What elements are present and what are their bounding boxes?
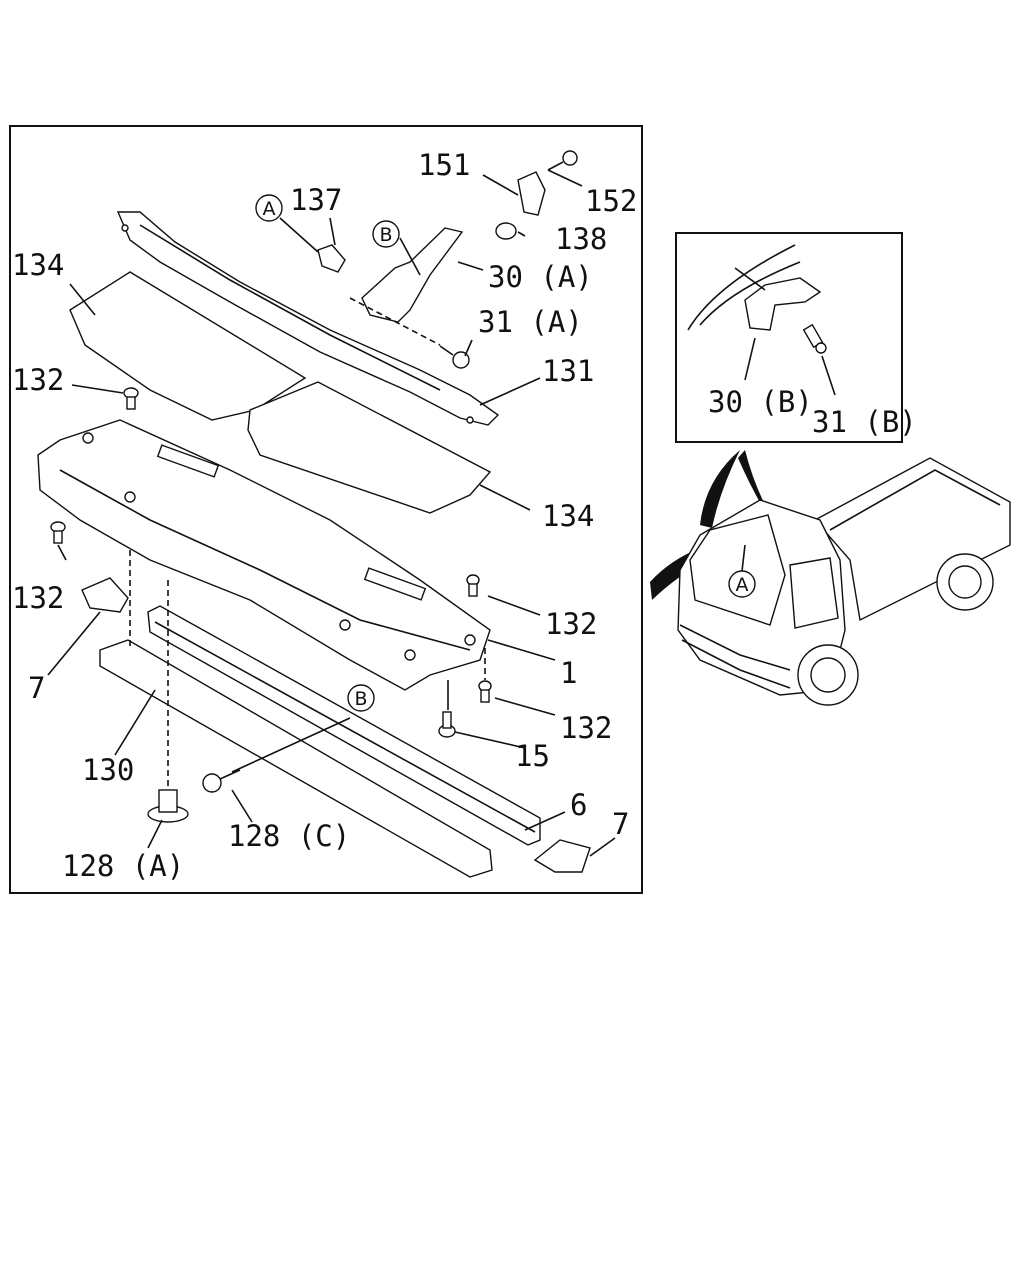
insulator-upper-part	[69, 271, 307, 421]
bracket-151-part	[517, 171, 546, 216]
truck-illustration	[677, 457, 1011, 706]
callout-1: 1	[560, 656, 577, 690]
bracket-30a-part	[361, 227, 464, 323]
svg-text:A: A	[736, 574, 749, 596]
ref-marker-b-bottom: B	[347, 684, 375, 712]
fastener-132-2	[50, 521, 66, 544]
lower-rail-130-part	[99, 639, 493, 878]
ref-marker-b-top: B	[372, 220, 400, 248]
vehicle-ref-marker-a: A	[728, 570, 756, 598]
fastener-132-4	[478, 680, 492, 703]
clip-7-left-part	[81, 577, 129, 613]
callout-30b: 30 (B)	[708, 385, 813, 419]
callout-128a: 128 (A)	[62, 849, 184, 883]
callout-7-right: 7	[612, 807, 629, 841]
ref-marker-a: A	[255, 194, 283, 222]
main-panel-part	[37, 419, 491, 691]
callout-6: 6	[570, 788, 587, 822]
pointer-wedge-2	[738, 450, 800, 560]
fastener-132-3	[466, 574, 480, 597]
callout-137: 137	[290, 183, 342, 217]
callout-31b: 31 (B)	[812, 405, 917, 439]
inset-diagram-frame	[675, 232, 903, 443]
insulator-lower-part	[247, 381, 492, 514]
fastener-132-1	[123, 387, 139, 410]
callout-31a: 31 (A)	[478, 305, 583, 339]
callout-130: 130	[82, 753, 134, 787]
svg-text:A: A	[263, 198, 276, 220]
bolt-31a-part	[439, 345, 470, 369]
inset-detail	[687, 244, 836, 396]
clip-128a-part	[147, 789, 189, 823]
callout-151: 151	[418, 148, 470, 182]
callout-128c: 128 (C)	[228, 819, 350, 853]
callout-7-left: 7	[28, 671, 45, 705]
callout-30a: 30 (A)	[488, 260, 593, 294]
nut-138-part	[495, 222, 517, 240]
screw-152-part	[547, 150, 578, 171]
leader-lines	[47, 169, 616, 857]
callout-152: 152	[585, 184, 637, 218]
screw-15-part	[438, 711, 456, 738]
callout-134-top: 134	[12, 248, 64, 282]
svg-text:B: B	[354, 688, 367, 710]
callout-15: 15	[515, 739, 550, 773]
callout-132-left: 132	[12, 581, 64, 615]
bolt-128c-part	[202, 769, 241, 793]
callout-132-right: 132	[545, 607, 597, 641]
clip-137-part	[317, 244, 346, 273]
callout-134-bottom: 134	[542, 499, 594, 533]
clip-7-right-part	[533, 839, 591, 873]
callout-138: 138	[555, 222, 607, 256]
callout-132-top: 132	[12, 363, 64, 397]
pointer-wedge-1	[700, 450, 740, 528]
callout-132-lower: 132	[560, 711, 612, 745]
main-diagram-frame	[9, 125, 643, 894]
callout-131: 131	[542, 354, 594, 388]
upper-rail-part	[116, 211, 500, 426]
svg-text:B: B	[379, 224, 392, 246]
strip-6-part	[147, 605, 541, 846]
